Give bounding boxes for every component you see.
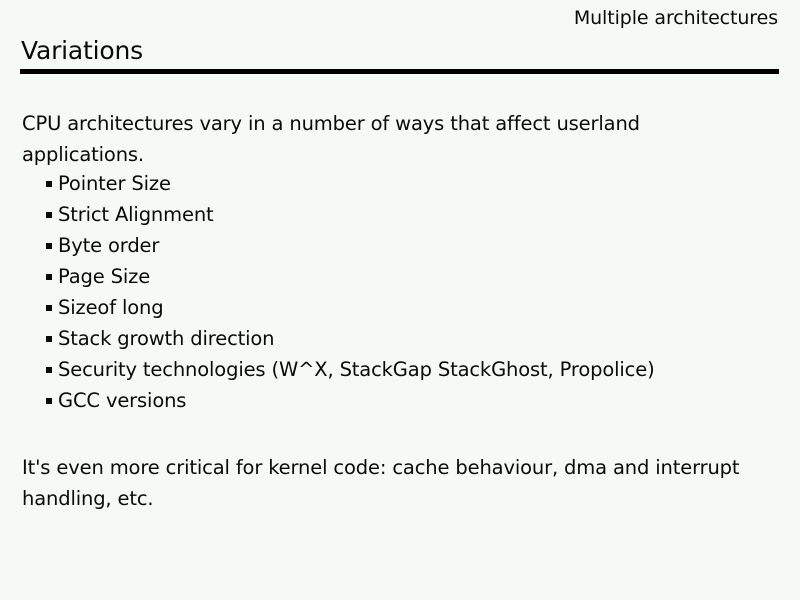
list-item-label: Security technologies (W^X, StackGap Sta… (58, 358, 655, 381)
square-bullet-icon (46, 305, 52, 311)
list-item-label: Page Size (58, 265, 151, 288)
slide-body: CPU architectures vary in a number of wa… (0, 80, 800, 600)
square-bullet-icon (46, 274, 52, 280)
list-item: Sizeof long (0, 292, 800, 323)
slide-kicker: Multiple architectures (573, 7, 778, 29)
square-bullet-icon (46, 212, 52, 218)
square-bullet-icon (46, 243, 52, 249)
list-item: Stack growth direction (0, 323, 800, 354)
list-item-label: Sizeof long (58, 296, 164, 319)
list-item: Strict Alignment (0, 199, 800, 230)
variations-bullet-list: Pointer Size Strict Alignment Byte order… (0, 168, 800, 416)
list-item-label: Pointer Size (58, 172, 171, 195)
square-bullet-icon (46, 336, 52, 342)
slide-header: Multiple architectures Variations (0, 0, 800, 80)
list-item-label: Stack growth direction (58, 327, 275, 350)
page-title: Variations (21, 36, 143, 65)
list-item: Page Size (0, 261, 800, 292)
title-divider (20, 69, 779, 74)
list-item-label: GCC versions (58, 389, 187, 412)
square-bullet-icon (46, 181, 52, 187)
list-item-label: Byte order (58, 234, 160, 257)
list-item: Byte order (0, 230, 800, 261)
list-item: Pointer Size (0, 168, 800, 199)
list-item-label: Strict Alignment (58, 203, 214, 226)
square-bullet-icon (46, 367, 52, 373)
closing-paragraph: It's even more critical for kernel code:… (22, 456, 740, 510)
square-bullet-icon (46, 398, 52, 404)
intro-paragraph: CPU architectures vary in a number of wa… (22, 112, 640, 166)
list-item: GCC versions (0, 385, 800, 416)
list-item: Security technologies (W^X, StackGap Sta… (0, 354, 800, 385)
